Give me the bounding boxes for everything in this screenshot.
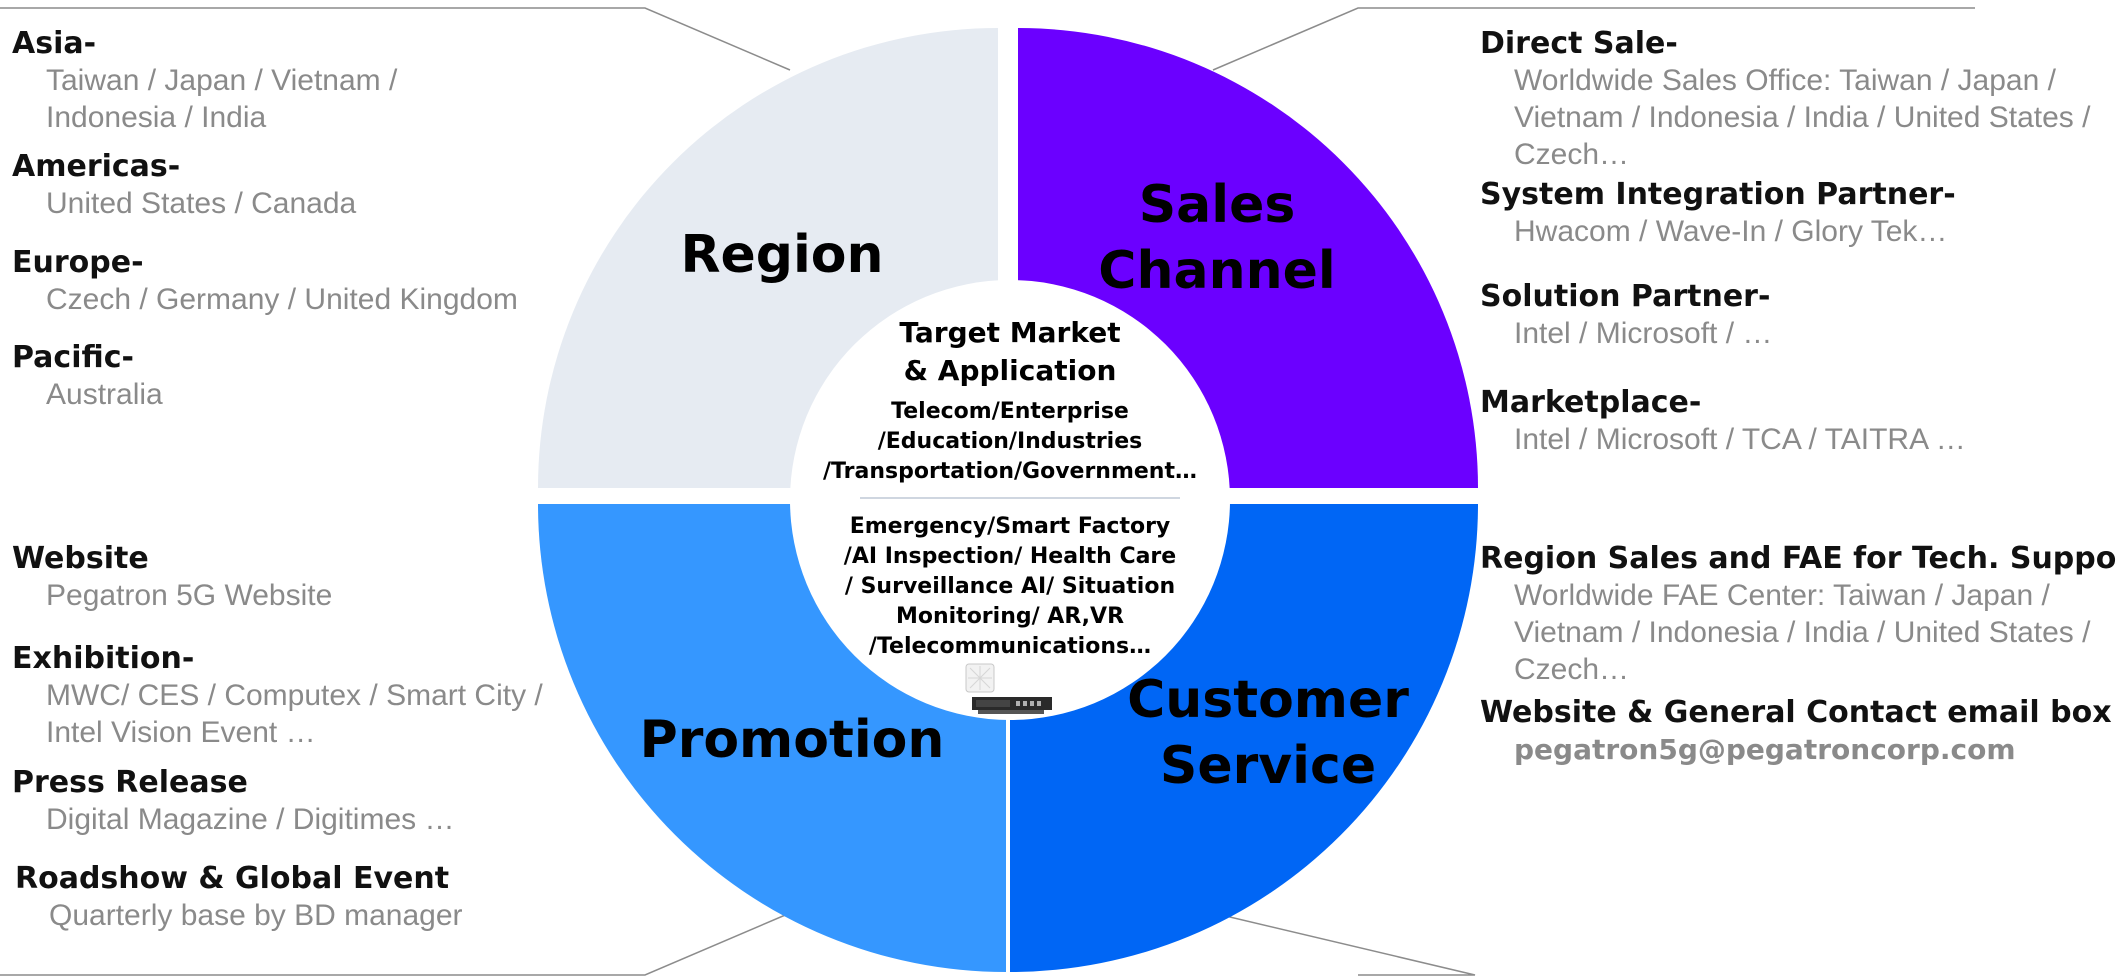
center-circle <box>790 280 1230 720</box>
market-line: Telecom/Enterprise <box>891 399 1129 424</box>
customer-service-label-line2: Service <box>1160 736 1376 796</box>
connector-bottom-left <box>0 912 791 976</box>
application-line: Monitoring/ AR,VR <box>896 604 1124 629</box>
asia-countries-line: Taiwan / Japan / Vietnam / <box>46 64 398 97</box>
website-heading: Website <box>12 541 149 576</box>
application-line: Emergency/Smart Factory <box>850 514 1171 539</box>
roadshow-group: Roadshow & Global Event Quarterly base b… <box>15 861 463 934</box>
exhibition-group: Exhibition- MWC/ CES / Computex / Smart … <box>12 641 543 751</box>
press-release-heading: Press Release <box>12 765 248 800</box>
system-integration-text: Hwacom / Wave-In / Glory Tek… <box>1514 215 1948 248</box>
direct-sale-line: Czech… <box>1514 138 1630 171</box>
contact-email: pegatron5g@pegatroncorp.com <box>1514 733 2016 766</box>
connector-top-right <box>1212 7 1975 71</box>
europe-countries: Czech / Germany / United Kingdom <box>46 283 518 316</box>
website-group: Website Pegatron 5G Website <box>12 541 332 614</box>
exhibition-line: Intel Vision Event … <box>46 716 316 749</box>
fae-support-group: Region Sales and FAE for Tech. Support- … <box>1480 541 2116 688</box>
solution-partner-group: Solution Partner- Intel / Microsoft / … <box>1480 279 1772 352</box>
center-title-line2: & Application <box>904 354 1117 387</box>
europe-group: Europe- Czech / Germany / United Kingdom <box>12 245 518 318</box>
exhibition-heading: Exhibition- <box>12 641 195 676</box>
fae-support-line: Vietnam / Indonesia / India / United Sta… <box>1514 616 2091 649</box>
solution-partner-heading: Solution Partner- <box>1480 279 1771 314</box>
sales-channel-label-line1: Sales <box>1139 175 1296 235</box>
pacific-group: Pacific- Australia <box>12 340 163 413</box>
press-release-text: Digital Magazine / Digitimes … <box>46 803 455 836</box>
system-integration-heading: System Integration Partner- <box>1480 177 1956 212</box>
direct-sale-line: Worldwide Sales Office: Taiwan / Japan / <box>1514 64 2056 97</box>
center-title-line1: Target Market <box>899 316 1120 349</box>
americas-heading: Americas- <box>12 149 181 184</box>
region-label: Region <box>680 225 883 285</box>
direct-sale-heading: Direct Sale- <box>1480 26 1678 61</box>
market-line: /Education/Industries <box>878 429 1143 454</box>
direct-sale-group: Direct Sale- Worldwide Sales Office: Tai… <box>1480 26 2090 173</box>
contact-group: Website & General Contact email box pega… <box>1480 695 2112 768</box>
system-integration-group: System Integration Partner- Hwacom / Wav… <box>1480 177 1956 250</box>
roadshow-text: Quarterly base by BD manager <box>49 899 463 932</box>
fae-support-heading: Region Sales and FAE for Tech. Support- <box>1480 541 2116 576</box>
connector-bottom-right <box>1212 912 1476 976</box>
region-list: Asia- Taiwan / Japan / Vietnam / Indones… <box>12 26 397 136</box>
pacific-heading: Pacific- <box>12 340 134 375</box>
marketplace-text: Intel / Microsoft / TCA / TAITRA … <box>1514 423 1966 456</box>
connector-lines <box>0 7 1975 976</box>
solution-partner-text: Intel / Microsoft / … <box>1514 317 1773 350</box>
customer-service-label-line1: Customer <box>1127 670 1409 730</box>
promotion-label: Promotion <box>640 710 945 770</box>
fae-support-line: Czech… <box>1514 653 1630 686</box>
small-cell-radio-icon <box>965 663 995 693</box>
press-release-group: Press Release Digital Magazine / Digitim… <box>12 765 454 838</box>
asia-countries-line: Indonesia / India <box>46 101 267 134</box>
marketplace-group: Marketplace- Intel / Microsoft / TCA / T… <box>1480 385 1966 458</box>
application-line: /Telecommunications… <box>869 634 1151 659</box>
connector-top-left <box>0 7 791 71</box>
marketplace-heading: Marketplace- <box>1480 385 1702 420</box>
website-text: Pegatron 5G Website <box>46 579 333 612</box>
americas-group: Americas- United States / Canada <box>12 149 356 222</box>
americas-countries: United States / Canada <box>46 187 357 220</box>
application-line: / Surveillance AI/ Situation <box>845 574 1175 599</box>
asia-heading: Asia- <box>12 26 97 61</box>
pacific-countries: Australia <box>46 378 163 411</box>
market-line: /Transportation/Government… <box>823 459 1197 484</box>
fae-support-line: Worldwide FAE Center: Taiwan / Japan / <box>1514 579 2050 612</box>
europe-heading: Europe- <box>12 245 144 280</box>
application-line: /AI Inspection/ Health Care <box>844 544 1176 569</box>
sales-channel-label-line2: Channel <box>1098 241 1335 301</box>
roadshow-heading: Roadshow & Global Event <box>15 861 450 896</box>
exhibition-line: MWC/ CES / Computex / Smart City / <box>46 679 543 712</box>
network-server-icon <box>972 697 1052 714</box>
contact-heading: Website & General Contact email box <box>1480 695 2112 730</box>
direct-sale-line: Vietnam / Indonesia / India / United Sta… <box>1514 101 2091 134</box>
